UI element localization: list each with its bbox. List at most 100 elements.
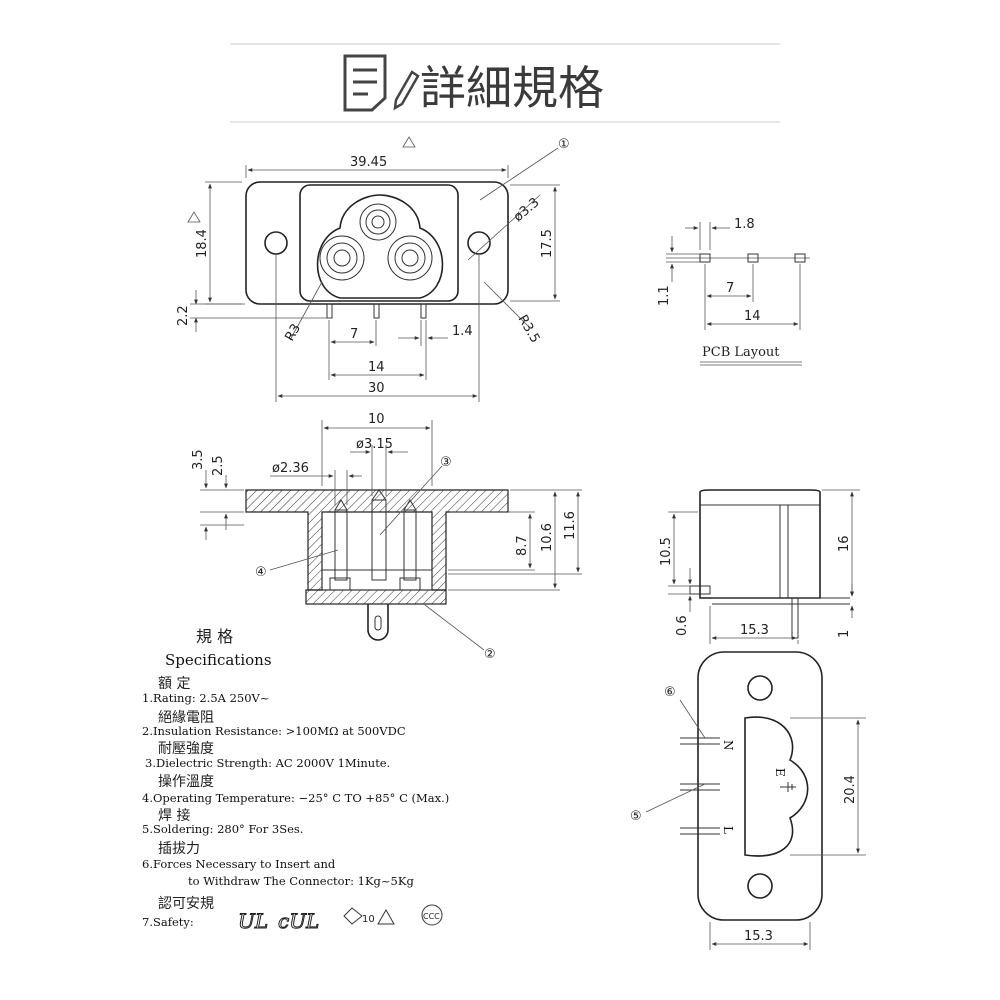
spec-4-cn: 操作溫度 [158,774,214,790]
body-outline [299,184,459,302]
callout-3: ③ [440,455,452,470]
spec-2-cn: 絕緣電阻 [158,710,214,726]
dim-r35: R3.5 [515,313,543,346]
callout-6: ⑥ [664,685,676,700]
dim-hole-dia: ø3.3 [511,195,543,225]
spec-1-cn: 額 定 [158,676,190,692]
dim-pin-span: 14 [368,360,385,375]
mount-hole-right [467,231,491,255]
pcb-layout: 1.8 1.1 7 14 PCB Layout [657,217,810,366]
svg-text:cUL: cUL [278,909,319,933]
pcb-dim-pad: 1.8 [734,217,755,232]
spec-heading-cn: 規 格 [196,627,233,646]
section-view: 10 ø3.15 ø2.36 3.5 2.5 8.7 10.6 11.6 [191,412,582,662]
back-hole-bottom [747,873,773,899]
spec-6-en-line2: to Withdraw The Connector: 1Kg~5Kg [188,874,414,888]
label-live: L [721,826,735,834]
side-dim-10-5: 10.5 [659,537,674,566]
contact-right [387,235,433,281]
dim-height: 18.4 [195,229,210,258]
svg-text:10: 10 [362,914,375,925]
spec-1-en: 1.Rating: 2.5A 250V~ [142,691,270,705]
pcb-pad-1 [699,253,711,263]
section-dim-2-5: 2.5 [211,455,226,476]
dim-body-height: 17.5 [540,229,555,258]
document-pen-icon [343,54,420,112]
section-dim-3-5: 3.5 [191,449,206,470]
section-dim-11-6: 11.6 [563,511,578,540]
back-dim-15-3: 15.3 [744,929,773,944]
pcb-pad-2 [747,253,759,263]
semko-mark-icon: 10 [343,907,395,925]
section-dim-hole: ø3.15 [356,437,393,452]
pcb-pad-3 [794,253,806,263]
page-title: 詳細規格 [420,61,604,115]
specifications: 規 格 Specifications 額 定 1.Rating: 2.5A 25… [142,627,449,934]
warning-triangle-icon [402,136,416,148]
ul-mark-icon: UL [238,909,269,934]
spec-5-en: 5.Soldering: 280° For 3Ses. [142,822,303,836]
back-hole-top [747,675,773,701]
ccc-mark-icon: CCC [421,904,443,926]
contact-top [359,203,397,241]
spec-6-cn: 插拔力 [158,841,200,857]
header: 詳細規格 [230,43,780,123]
mount-hole-left [264,231,288,255]
dim-pin-pitch: 7 [350,327,358,342]
spec-3-en: 3.Dielectric Strength: AC 2000V 1Minute. [145,756,390,770]
label-earth: E [773,768,787,777]
label-neutral: N [721,740,735,751]
side-body [699,489,821,599]
callout-4: ④ [255,565,267,580]
cloverleaf-socket [316,194,444,299]
section-bottom [305,589,447,605]
spec-5-cn: 焊 接 [158,807,190,824]
svg-text:CCC: CCC [423,912,440,921]
spec-4-en: 4.Operating Temperature: −25° C TO +85° … [142,791,449,805]
callout-5: ⑤ [630,809,642,824]
back-cloverleaf [744,716,809,857]
spec-3-cn: 耐壓強度 [158,741,214,757]
section-dim-10-6: 10.6 [540,523,555,552]
back-flange [697,651,823,921]
spec-heading-en: Specifications [165,651,272,669]
bottom-lug [367,604,389,641]
callout-1: ① [558,137,570,152]
dim-r3: R3 [282,322,304,344]
dim-pin-offset: 2.2 [176,305,191,326]
side-dim-15-3: 15.3 [740,623,769,638]
pcb-dim-pitch: 7 [726,281,734,296]
dim-pin-width: 1.4 [452,324,473,339]
side-dim-0-6: 0.6 [675,615,690,636]
back-view: N E L ⑥ ⑤ 20.4 15.3 [630,651,866,950]
warning-triangle-icon [187,211,201,223]
section-pin-left [334,509,348,581]
pcb-dim-pad-height: 1.1 [657,285,672,306]
section-pin-right [403,509,417,581]
spec-6-en: 6.Forces Necessary to Insert and [142,857,336,871]
pin-left [326,303,333,319]
spec-2-en: 2.Insulation Resistance: >100MΩ at 500VD… [142,724,406,738]
section-flange [245,489,509,591]
svg-text:UL: UL [238,909,268,933]
ground-icon [780,782,796,792]
side-view: 10.5 16 0.6 15.3 1 [659,489,860,644]
contact-cavity [321,569,433,591]
side-dim-16: 16 [837,535,852,552]
section-dim-pin: ø2.36 [272,461,309,476]
back-dim-20-4: 20.4 [843,775,858,804]
contact-left [319,235,365,281]
pin-right [420,303,427,319]
pcb-layout-label: PCB Layout [702,345,780,360]
section-pin-center [371,499,387,581]
callout-2: ② [484,647,496,662]
spec-7-cn: 認可安規 [158,896,214,912]
pin-center [373,303,380,319]
side-flange [689,585,711,595]
side-dim-1: 1 [837,630,852,638]
spec-7-en: 7.Safety: [142,915,194,929]
section-dim-top: 10 [368,412,385,427]
cul-mark-icon: cUL [278,909,320,934]
